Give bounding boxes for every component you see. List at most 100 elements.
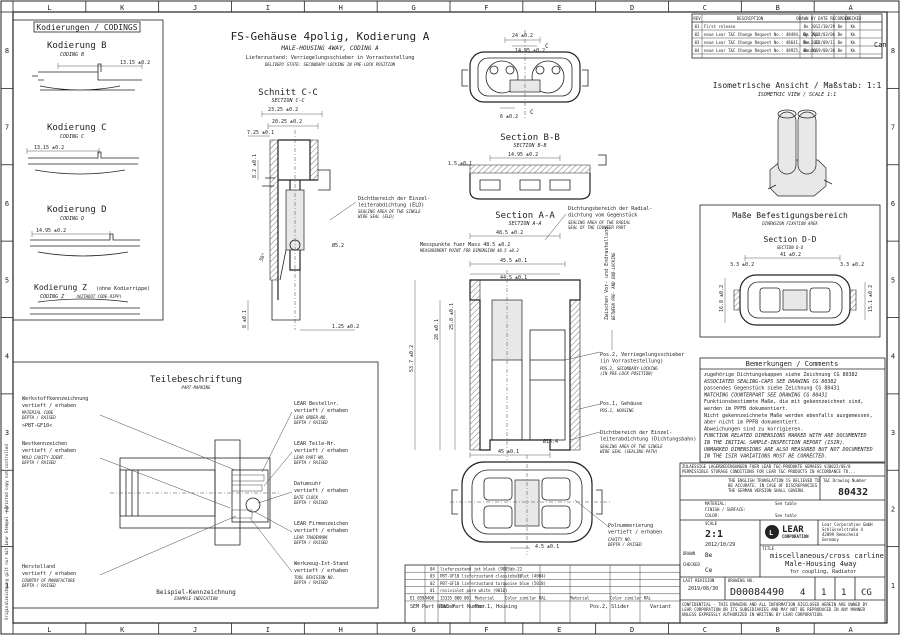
coding-z-note: (ohne Kodierrippe) (96, 286, 150, 292)
aa-dim-4: 45 ±0.1 (498, 449, 519, 455)
revision-cell: 2013/09/11 (811, 40, 836, 45)
marking-example: Beispiel-Kennzeichnung (156, 589, 236, 596)
revision-value: 4 (800, 588, 805, 598)
isometric-view: Isometrische Ansicht / Maßstab: 1:1 ISOM… (713, 81, 882, 197)
company-name: LEAR (782, 525, 804, 535)
marking-left-label: vertieft / erhaben (22, 571, 76, 577)
material-label: MATERIAL: (705, 501, 727, 506)
revision-cell: Be (804, 40, 809, 45)
marking-right-label-en: DEPTH / RAISED (293, 460, 328, 465)
revision-cell: neue Lear T&C Change Request No.: 48641,… (704, 40, 820, 45)
marking-right-label-en: LEAR PART-NO. (294, 455, 325, 460)
color-label: COLOR: (705, 513, 719, 518)
bom-row-index: 02 (430, 581, 435, 586)
top-dim-3: 6 ±0.2 (500, 114, 518, 120)
revision-cell: neue Lear T&C Change Request No.: 48494,… (704, 32, 820, 37)
codings-title: Kodierungen / CODINGS (36, 23, 137, 32)
color-value: See table (775, 513, 797, 518)
bom-row-desc: PBT-GF10 lieferzustand turquoise blue (5… (440, 581, 546, 586)
marking-right-label-en: DEPTH / RAISED (293, 580, 328, 585)
material-code: >PBT-GF10< (22, 423, 52, 429)
section-aa-subtitle: SECTION A-A (508, 221, 541, 227)
drawing-no-label: DRAWING NO. (728, 578, 755, 583)
revision-cell: Kk (851, 24, 856, 29)
remarks-title: Bemerkungen / Comments (746, 360, 839, 368)
section-cc-title: Schnitt C-C (258, 88, 318, 98)
bom-header-cell: T&C Part Number (440, 604, 485, 610)
tc-drawing-label: T&C Drawing Number (823, 478, 867, 483)
bom-part-cell: E1 0588400 (410, 595, 435, 600)
marking-right-label: vertieft / erhaben (294, 408, 348, 414)
dd-dim-5: 15.1 ±0.2 (868, 285, 874, 312)
top-c-label-1: C (545, 43, 549, 50)
bom-part-cell: Material (570, 595, 590, 600)
ruler-label-bottom: H (339, 626, 343, 634)
marking-left-label: vertieft / erhaben (22, 448, 76, 454)
cc-callout-de: Dichtbereich der Einzel-leiterabdichtung… (358, 196, 430, 208)
section-dd-title: Section D-D (764, 235, 817, 244)
bom-header-cell: SEM Part Number (410, 604, 455, 610)
ruler-label-bottom: E (557, 626, 561, 634)
mounting-title: Maße Befestigungsbereich (732, 211, 848, 220)
title-line-3: for coupling, Radiator (790, 569, 856, 575)
revision-cell: Be (804, 24, 809, 29)
marking-right-label-en: DEPTH / RAISED (293, 540, 328, 545)
aa-radial-de: Dichtungsbereich der Radial-dichtung vom… (568, 206, 652, 218)
revision-stamp: Can (874, 41, 887, 49)
aa-dim-2: 45.5 ±0.1 (500, 258, 527, 264)
revision-cell: 2019/08/30 (811, 48, 836, 53)
ruler-label-left: 2 (5, 505, 9, 513)
sheet-value: 1 (821, 588, 826, 598)
dd-dim-1: 41 ±0.2 (780, 252, 801, 258)
isometric-title: Isometrische Ansicht / Maßstab: 1:1 (713, 81, 882, 90)
ruler-label-bottom: J (193, 626, 197, 634)
mounting-area-panel: Maße Befestigungsbereich DIMENSION FIXAT… (699, 204, 881, 338)
storage-conditions: ZULAESSIGE LAGERBEDINGUNGEN FUER LEAR T&… (682, 464, 851, 469)
part-marking-panel: Teilebeschriftung PART-MARKING Werkstoff… (12, 361, 379, 609)
cc-dim-2: 20.25 ±0.2 (272, 119, 302, 125)
coding-d-dim: 14.95 ±0.2 (36, 228, 66, 234)
pos2-label: Pos.2, Verriegelungsschieber(in Vorraste… (600, 352, 684, 364)
marking-right-label: LEAR Bestellnr. (294, 401, 339, 407)
aa-dim-phi: Ø15.4 (543, 438, 558, 445)
aa-measure-en: MEASUREMENT POINT FOR DIMENSION 48.5 ±0.… (419, 248, 519, 253)
revision-header: CHECKED (845, 16, 862, 21)
marking-left-label-en: DEPTH / RAISED (21, 460, 56, 465)
pos1-label: Pos.1, Gehäuse (600, 401, 642, 407)
remark-line: ASSOCIATED SEALING-CAPS SEE DRAWING CG 8… (703, 379, 836, 385)
marking-left-label-en: COUNTRY OF MANUFACTURE (22, 578, 76, 583)
bom-part-cell: 15335 000 001 (440, 595, 472, 600)
ruler-label-top: C (703, 4, 707, 12)
main-title-en: MALE-HOUSING 4WAY, CODING A (280, 45, 379, 52)
drawn-label: DRAWN (683, 551, 696, 556)
bom-row-index: 03 (430, 574, 435, 579)
ruler-label-right: 6 (891, 200, 895, 208)
scale-label: SCALE (705, 521, 718, 526)
checked-value: Ce (705, 567, 713, 574)
bom-row-desc: rosiviolet pure white (9010) (440, 588, 507, 593)
aa-dim-6: 25.8 ±0.1 (449, 303, 455, 330)
bb-dim-1: 14.95 ±0.2 (508, 152, 538, 158)
remark-line: IN THE INITIAL SAMPLE-INSPECTION REPORT … (704, 440, 845, 446)
aa-dim-1: 48.5 ±0.2 (496, 230, 523, 236)
main-title-block: FS-Gehäuse 4polig, Kodierung A MALE-HOUS… (231, 30, 430, 67)
section-aa-view: Section A-A SECTION A-A Dichtungsbereich… (409, 206, 696, 460)
cc-dim-4: 8.2 ±0.1 (252, 154, 258, 178)
aa-vertical-note: Zwischen Vor- und Endrastellung (604, 227, 610, 320)
coding-z-sub-note: (WITHOUT CODE-RIPP) (76, 294, 122, 299)
remarks-panel: Bemerkungen / Comments zugehörige Dichtu… (699, 357, 886, 463)
marking-left-label-en: DEPTH / RAISED (21, 415, 56, 420)
sidebar-note: Originalzeichnung gilt nur mit Lear Stem… (4, 444, 9, 620)
revision-cell: Be (838, 32, 843, 37)
revision-cell: 2013/03/06 (811, 32, 836, 37)
marking-right-label: vertieft / erhaben (294, 528, 348, 534)
ruler-label-right: 4 (891, 353, 895, 361)
ruler-label-top: A (848, 4, 853, 12)
confidential-note: CONFIDENTIAL - THIS DRAWING AND ALL INFO… (682, 602, 868, 617)
delivery-state-en: DELIVERY STATE: SECONDARY-LOCKING IN PRE… (264, 62, 396, 67)
ruler-label-top: F (484, 4, 488, 12)
